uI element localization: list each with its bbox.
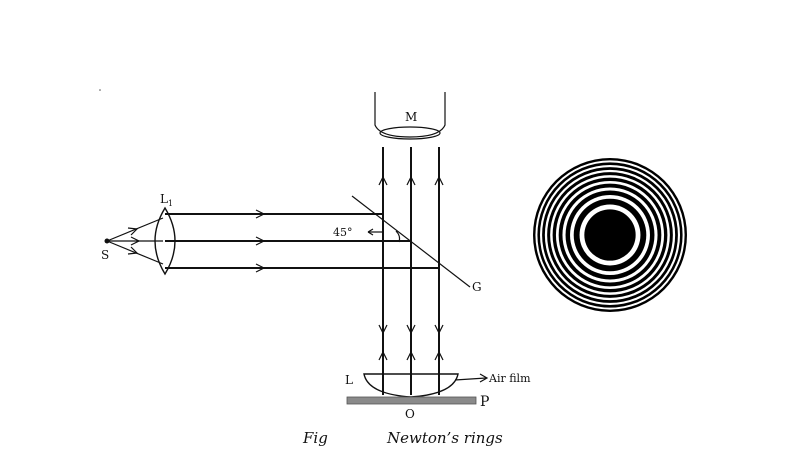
contact-point-label: O bbox=[405, 407, 415, 421]
glass-plate-label: G bbox=[472, 280, 482, 294]
lens-l1: L1 bbox=[154, 192, 176, 276]
lens-l1-label: L1 bbox=[160, 192, 173, 208]
horizontal-rays bbox=[165, 209, 439, 273]
caption-title: Newton’s rings bbox=[386, 429, 503, 447]
source-label: S bbox=[101, 248, 109, 262]
plano-convex-lens: L bbox=[345, 373, 459, 398]
air-film-callout: Air film bbox=[454, 372, 531, 385]
microscope: M bbox=[374, 92, 446, 140]
stray-dot bbox=[99, 89, 101, 91]
ring-center-spot bbox=[593, 218, 627, 252]
plate-label: P bbox=[480, 394, 489, 410]
source-rays: S bbox=[101, 217, 164, 265]
microscope-label: M bbox=[405, 110, 417, 124]
angle-indicator: 45° bbox=[333, 226, 401, 243]
air-film-label: Air film bbox=[488, 372, 531, 385]
angle-label: 45° bbox=[333, 226, 353, 239]
figure-caption: Fig Newton’s rings bbox=[302, 429, 503, 447]
newtons-rings-pattern bbox=[533, 158, 687, 312]
glass-plate: G bbox=[351, 195, 482, 294]
caption-fig: Fig bbox=[302, 429, 328, 447]
lens-l-label: L bbox=[345, 373, 353, 387]
vertical-rays bbox=[378, 147, 444, 395]
glass-plate-p: P O bbox=[346, 394, 489, 421]
